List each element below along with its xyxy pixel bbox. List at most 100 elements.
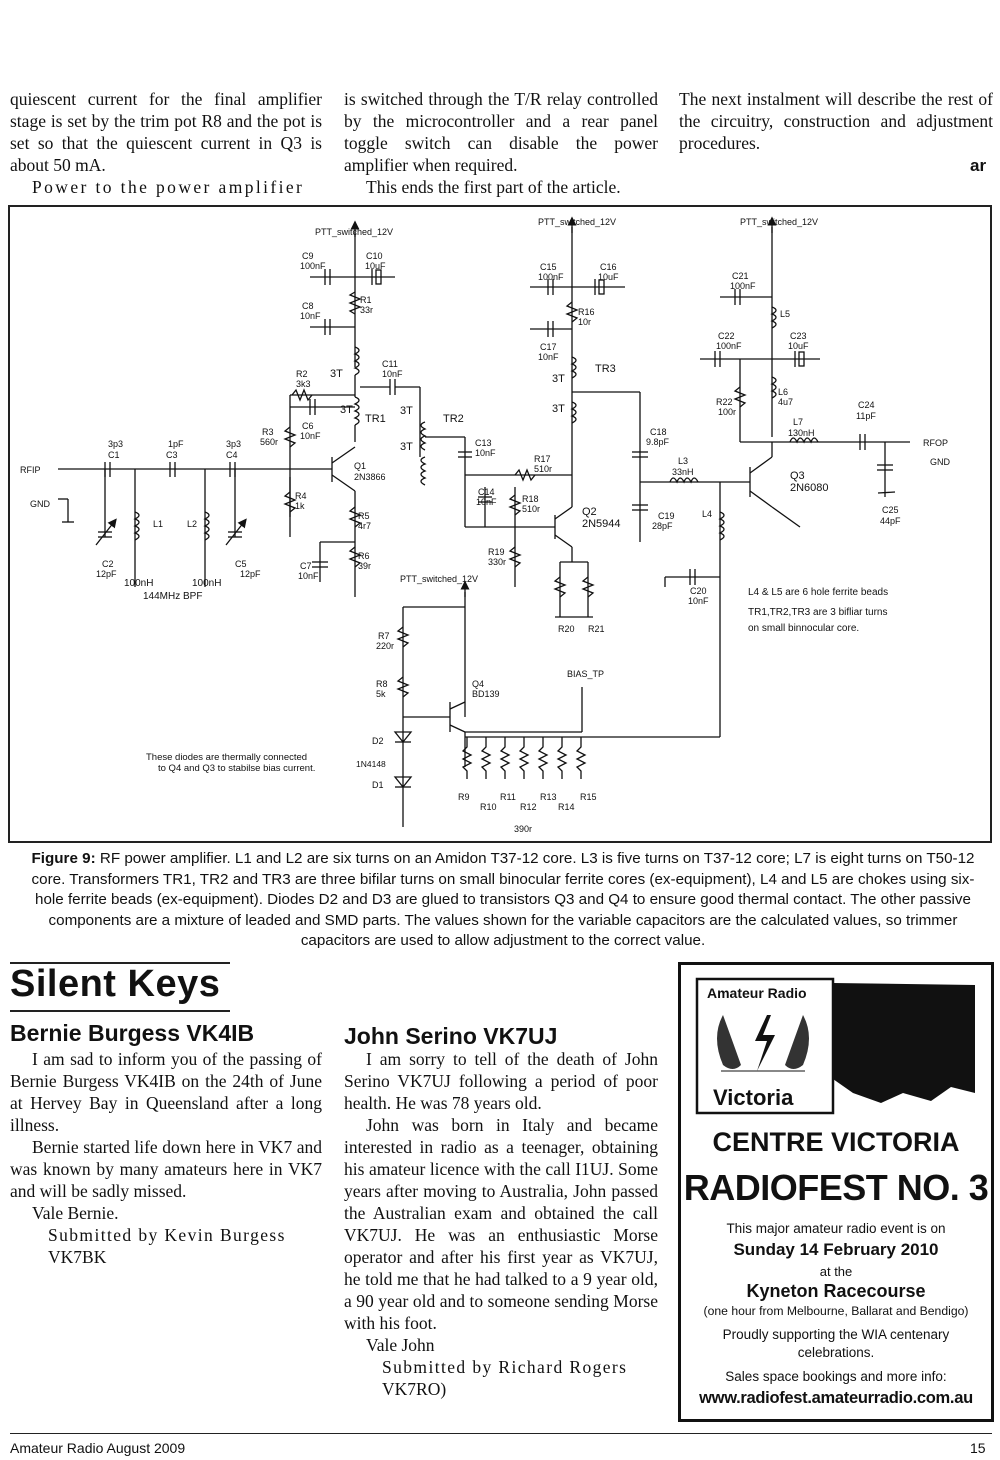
svg-text:10nF: 10nF [476,497,497,507]
silent-keys-top-rule [10,962,230,964]
svg-text:10nF: 10nF [688,596,709,606]
svg-text:C3: C3 [166,450,178,460]
svg-text:3T: 3T [552,403,565,415]
svg-text:to Q4 and Q3 to stabilse bias: to Q4 and Q3 to stabilse bias current. [158,763,315,774]
svg-text:12pF: 12pF [96,569,117,579]
ad-line-8: Proudly supporting the WIA centenary [722,1327,950,1342]
svg-text:100nF: 100nF [730,281,756,291]
svg-text:44pF: 44pF [880,516,901,526]
bias-resistor [556,737,568,779]
svg-text:4u7: 4u7 [778,397,793,407]
svg-text:R5: R5 [358,511,370,521]
svg-text:C21: C21 [732,271,749,281]
svg-text:C17: C17 [540,342,557,352]
svg-text:C22: C22 [718,331,735,341]
svg-text:GND: GND [30,499,51,509]
ad-line-6: Kyneton Racecourse [746,1281,926,1301]
svg-text:C18: C18 [650,427,667,437]
svg-text:3p3: 3p3 [226,439,241,449]
caption-label: Figure 9: [31,850,96,867]
ad-line-9: celebrations. [797,1345,875,1360]
article-col-2: is switched through the T/R relay contro… [344,89,658,197]
bias-resistor [575,737,587,779]
bias-resistor [537,737,549,779]
article-col-3: The next instalment will describe the re… [679,89,993,153]
svg-text:C25: C25 [882,505,899,515]
svg-text:5k: 5k [376,689,386,699]
svg-text:1pF: 1pF [168,439,184,449]
svg-text:Q3: Q3 [790,470,805,482]
svg-text:R22: R22 [716,397,733,407]
svg-text:3T: 3T [330,368,343,380]
svg-text:L1: L1 [153,519,163,529]
schematic-drawing: RFIP GND [20,216,951,834]
ad-line-4: Sunday 14 February 2010 [733,1240,939,1259]
svg-text:100nF: 100nF [538,272,564,282]
svg-text:R17: R17 [534,454,551,464]
svg-text:R15: R15 [580,792,597,802]
svg-text:2N6080: 2N6080 [790,482,829,494]
svg-text:C19: C19 [658,511,675,521]
article-col-1: quiescent current for the final amplifie… [10,89,322,197]
svg-text:Q2: Q2 [582,506,597,518]
svg-text:10r: 10r [578,317,591,327]
svg-text:R7: R7 [378,631,390,641]
svg-text:33nH: 33nH [672,467,694,477]
svg-text:TR1: TR1 [365,413,386,425]
radiofest-advert: Amateur Radio Victoria CENTRE VICTORIA R… [678,962,994,1422]
svg-text:10uF: 10uF [598,272,619,282]
bernie-obituary: I am sad to inform you of the passing of… [10,1049,322,1267]
svg-text:R8: R8 [376,679,388,689]
figure-caption: Figure 9: RF power amplifier. L1 and L2 … [22,849,984,952]
ad-line-2: RADIOFEST NO. 3 [683,1167,989,1208]
svg-text:R9: R9 [458,792,470,802]
ad-line-1: CENTRE VICTORIA [712,1127,960,1157]
svg-text:1k: 1k [295,501,305,511]
john-heading: John Serino VK7UJ [344,1023,558,1049]
svg-text:R14: R14 [558,802,575,812]
ad-line-3: This major amateur radio event is on [726,1221,946,1236]
svg-text:C20: C20 [690,586,707,596]
svg-text:3k3: 3k3 [296,379,311,389]
svg-text:D2: D2 [372,736,384,746]
svg-text:100nF: 100nF [300,261,326,271]
svg-text:PTT_switched_12V: PTT_switched_12V [400,574,478,584]
svg-text:3T: 3T [340,404,353,416]
ad-line-10: Sales space bookings and more info: [725,1369,947,1384]
svg-text:2N3866: 2N3866 [354,472,386,482]
svg-text:BD139: BD139 [472,689,500,699]
ad-line-5: at the [819,1264,853,1279]
svg-text:These diodes are thermally con: These diodes are thermally connected [146,752,307,763]
bernie-heading: Bernie Burgess VK4IB [10,1020,255,1046]
svg-text:220r: 220r [376,641,394,651]
svg-text:R6: R6 [358,551,370,561]
svg-text:100r: 100r [718,407,736,417]
svg-text:R3: R3 [262,427,274,437]
svg-text:L3: L3 [678,456,688,466]
svg-text:L2: L2 [187,519,197,529]
svg-text:510r: 510r [534,464,552,474]
end-mark: ar [970,156,987,175]
bias-resistor [518,737,530,779]
john-obituary: I am sorry to tell of the death of John … [344,1049,658,1399]
svg-text:PTT_switched_12V: PTT_switched_12V [538,217,616,227]
svg-text:10nF: 10nF [300,311,321,321]
arv-logo: Amateur Radio Victoria [693,975,983,1115]
svg-text:4r7: 4r7 [358,521,371,531]
svg-text:C24: C24 [858,400,875,410]
footer-publication: Amateur Radio August 2009 [10,1440,186,1456]
ad-url[interactable]: www.radiofest.amateurradio.com.au [699,1389,973,1407]
svg-text:C2: C2 [102,559,114,569]
victoria-map-logo [693,975,975,1115]
svg-text:L6: L6 [778,387,788,397]
svg-text:3p3: 3p3 [108,439,123,449]
svg-text:C11: C11 [382,359,398,369]
svg-text:C8: C8 [302,301,314,311]
svg-text:10nF: 10nF [538,352,559,362]
svg-text:BIAS_TP: BIAS_TP [567,669,604,679]
svg-text:11pF: 11pF [856,411,876,421]
svg-text:L7: L7 [793,417,803,427]
svg-text:C1: C1 [108,450,120,460]
bias-resistor [461,737,473,779]
svg-text:R1: R1 [360,295,372,305]
